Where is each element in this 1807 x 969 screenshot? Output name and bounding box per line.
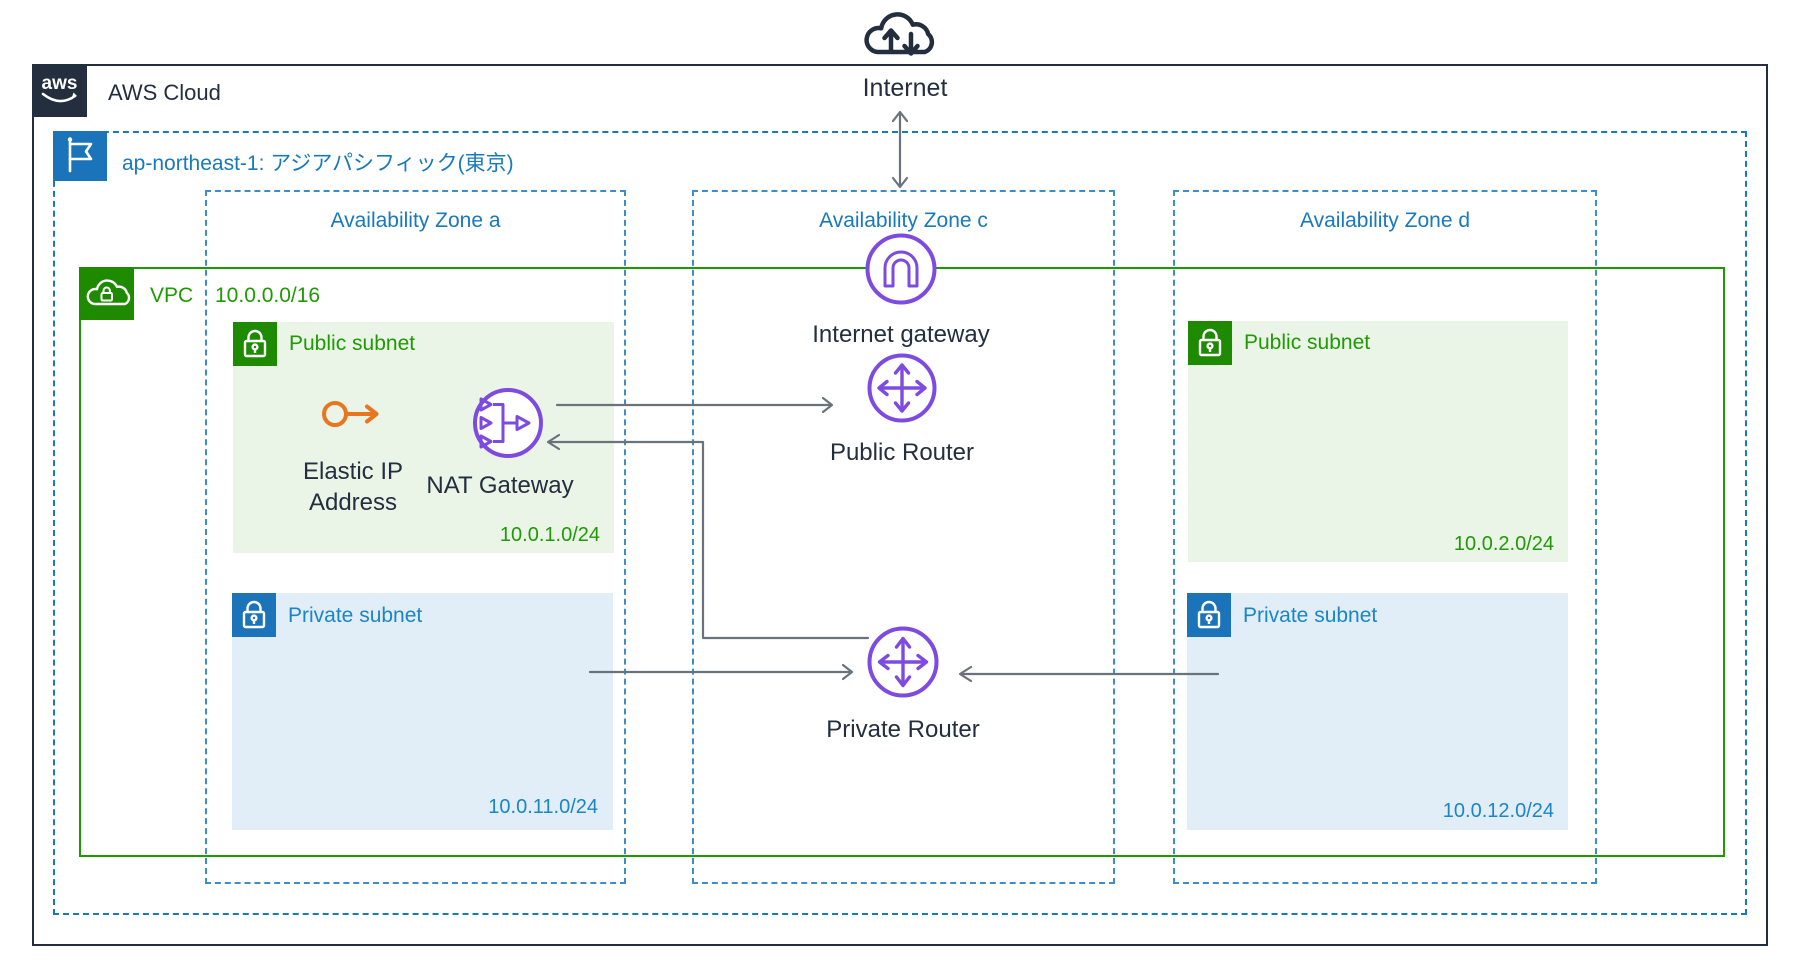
public-subnet-a-box	[233, 322, 614, 553]
availability-zone-a-box	[205, 190, 626, 884]
availability-zone-c-box	[692, 190, 1115, 884]
padlock-icon	[1188, 321, 1232, 365]
availability-zone-a-label: Availability Zone a	[330, 209, 501, 232]
private-router-to-nat-arrow	[547, 440, 870, 640]
region-flag-icon	[53, 131, 107, 181]
private-subnet-a-label: Private subnet	[288, 604, 423, 627]
public-subnet-d-cidr: 10.0.2.0/24	[1453, 533, 1554, 555]
public-subnet-d-box	[1188, 321, 1568, 562]
vpc-cloud-lock-icon	[79, 267, 134, 320]
elastic-ip-label: Elastic IP Address	[273, 456, 433, 518]
elastic-ip-label-line2: Address	[308, 489, 398, 516]
internet-label: Internet	[862, 74, 948, 102]
elastic-ip-icon	[322, 401, 379, 427]
region-label: ap-northeast-1: アジアパシフィック(東京)	[122, 152, 514, 175]
aws-logo-icon: aws	[32, 64, 87, 117]
private-subnet-d-label: Private subnet	[1243, 604, 1378, 627]
internet-cloud-icon	[864, 12, 935, 56]
aws-cloud-group-box	[32, 64, 1768, 946]
internet-gateway-icon	[865, 233, 937, 305]
availability-zone-d-box	[1173, 190, 1597, 884]
availability-zone-c-label: Availability Zone c	[819, 209, 988, 232]
private-subnet-a-box	[232, 593, 613, 830]
public-subnet-a-cidr: 10.0.1.0/24	[499, 524, 600, 546]
padlock-icon	[232, 593, 276, 637]
availability-zone-d-label: Availability Zone d	[1299, 209, 1471, 232]
aws-logo-text: aws	[42, 73, 78, 94]
public-subnet-d-label: Public subnet	[1244, 331, 1371, 354]
private-router-icon	[867, 626, 939, 698]
padlock-icon	[233, 322, 277, 366]
internet-gateway-label: Internet gateway	[812, 321, 990, 348]
vpc-label: VPC	[150, 284, 194, 307]
private-subnet-d-box	[1187, 593, 1568, 830]
public-router-label: Public Router	[829, 439, 975, 466]
public-router-icon	[867, 353, 937, 423]
nat-gateway-label: NAT Gateway	[426, 472, 574, 499]
private-router-label: Private Router	[826, 716, 980, 743]
private-subnet-a-cidr: 10.0.11.0/24	[488, 796, 598, 818]
padlock-icon	[1187, 593, 1231, 637]
private-subnet-d-cidr: 10.0.12.0/24	[1442, 800, 1554, 822]
nat-gateway-icon	[473, 388, 543, 458]
public-subnet-a-label: Public subnet	[289, 332, 416, 355]
vpc-cidr: 10.0.0.0/16	[215, 284, 321, 307]
aws-cloud-label: AWS Cloud	[108, 80, 221, 105]
elastic-ip-label-line1: Elastic IP	[302, 458, 404, 485]
